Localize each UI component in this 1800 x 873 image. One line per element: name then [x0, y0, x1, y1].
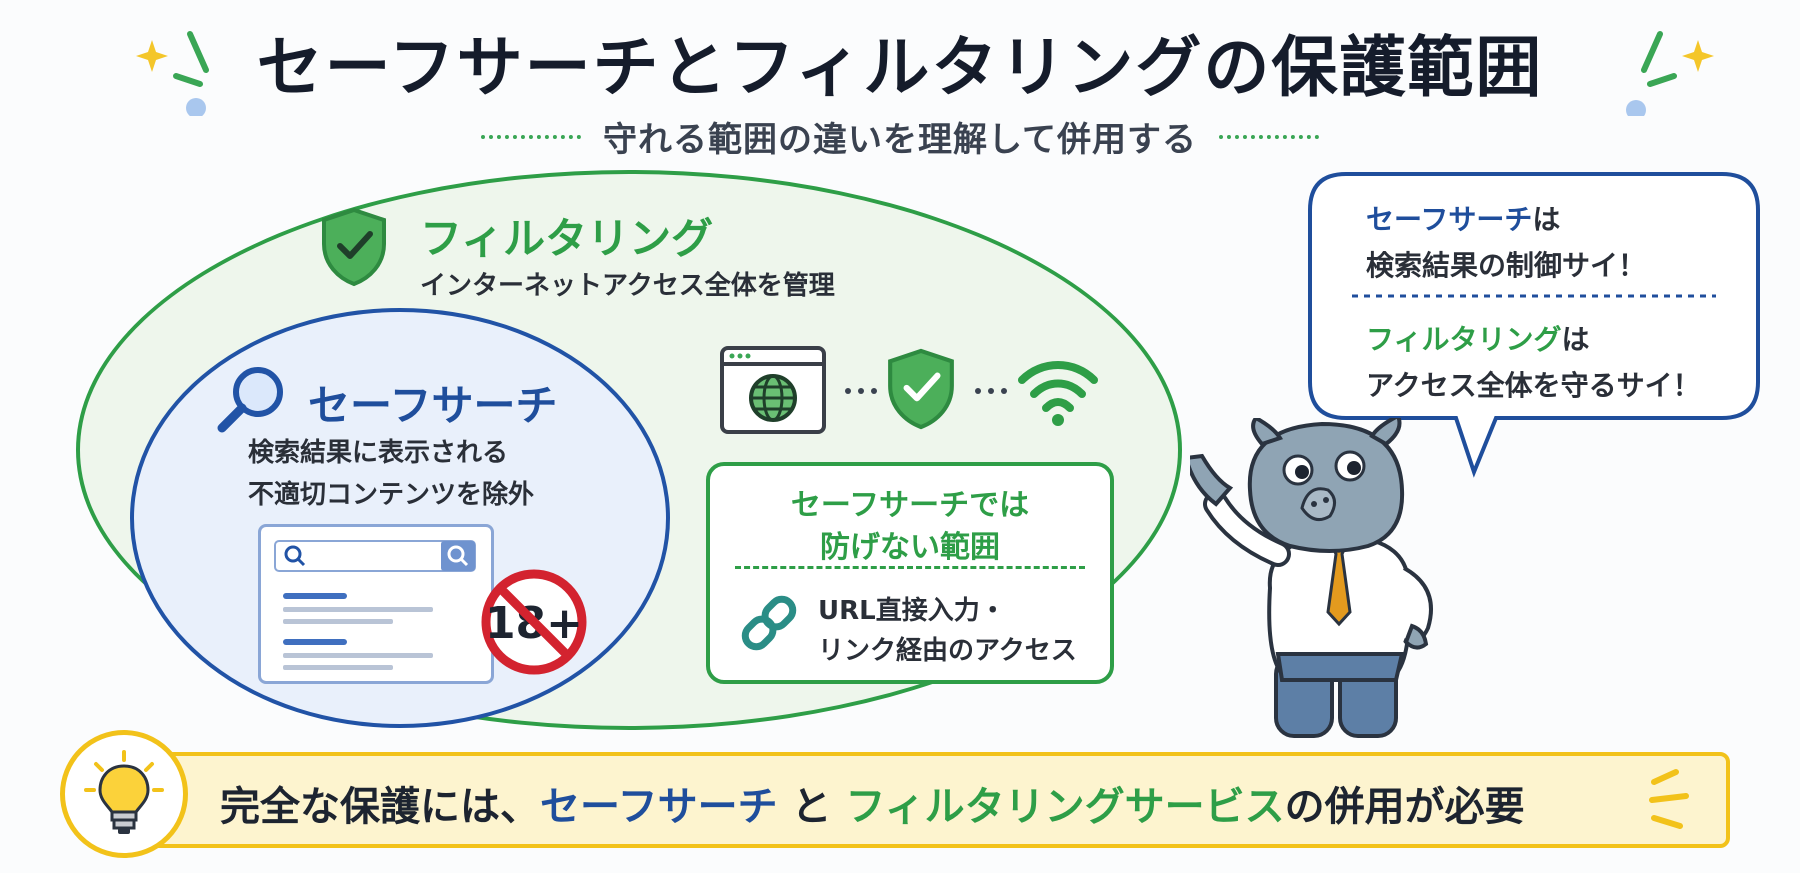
bubble-line3-suffix: は — [1561, 323, 1590, 356]
magnifier-icon — [217, 367, 283, 433]
subtitle: 守れる範囲の違いを理解して併用する — [603, 120, 1197, 160]
conclusion-suffix: の併用が必要 — [1284, 784, 1525, 830]
gap-divider — [735, 566, 1085, 569]
gap-title-line2: 防げない範囲 — [820, 530, 1000, 565]
bubble-line1-suffix: は — [1532, 203, 1561, 236]
conclusion-prefix: 完全な保護には、 — [220, 784, 540, 830]
bubble-line1: セーフサーチは — [1366, 198, 1560, 238]
unprotected-scope-box — [706, 462, 1114, 684]
search-results-card — [258, 524, 494, 684]
no-18-icon: 18+ — [481, 569, 587, 675]
lightbulb-icon — [84, 750, 164, 834]
link-icon — [741, 595, 797, 651]
shield-check-icon — [322, 207, 386, 287]
gap-description-line1: URL直接入力・ — [818, 596, 1006, 626]
bubble-line3: フィルタリングは — [1366, 318, 1589, 358]
bubble-line1-highlight: セーフサーチ — [1366, 203, 1533, 236]
bubble-line4: アクセス全体を守るサイ！ — [1366, 369, 1701, 402]
speech-bubble — [1308, 172, 1760, 478]
dotted-divider-right — [1218, 134, 1319, 139]
conclusion-connector: と — [777, 784, 846, 830]
search-results-illustration — [274, 540, 476, 670]
dotted-divider-left — [481, 134, 581, 139]
safesearch-description-line1: 検索結果に表示される — [248, 438, 509, 468]
conclusion-highlight-safesearch: セーフサーチ — [540, 784, 778, 830]
shield-check-icon — [888, 348, 954, 430]
safesearch-title: セーフサーチ — [308, 381, 558, 430]
bubble-line2: 検索結果の制御サイ！ — [1366, 249, 1647, 282]
sparkle-icon — [136, 31, 209, 116]
emphasis-lines-icon — [1649, 769, 1689, 829]
filtering-title: フィルタリング — [420, 214, 714, 263]
bubble-line3-highlight: フィルタリング — [1366, 323, 1562, 356]
gap-description-line2: リンク経由のアクセス — [818, 636, 1077, 666]
conclusion-text: 完全な保護には、セーフサーチ と フィルタリングサービスの併用が必要 — [220, 774, 1525, 832]
conclusion-highlight-filtering: フィルタリングサービス — [845, 784, 1285, 830]
conclusion-banner — [104, 752, 1730, 848]
hippo-mascot — [1190, 418, 1433, 738]
gap-title-line1: セーフサーチでは — [790, 488, 1030, 523]
safesearch-description-line2: 不適切コンテンツを除外 — [248, 480, 535, 510]
browser-globe-icon — [720, 346, 826, 434]
dots-connector-icon — [845, 388, 877, 394]
wifi-icon — [1018, 361, 1098, 426]
sparkle-icon — [1626, 31, 1714, 116]
subtitle-row: 守れる範囲の違いを理解して併用する — [0, 112, 1800, 161]
dots-connector-icon — [975, 388, 1007, 394]
page-title: セーフサーチとフィルタリングの保護範囲 — [256, 29, 1544, 106]
filtering-description: インターネットアクセス全体を管理 — [420, 271, 835, 301]
